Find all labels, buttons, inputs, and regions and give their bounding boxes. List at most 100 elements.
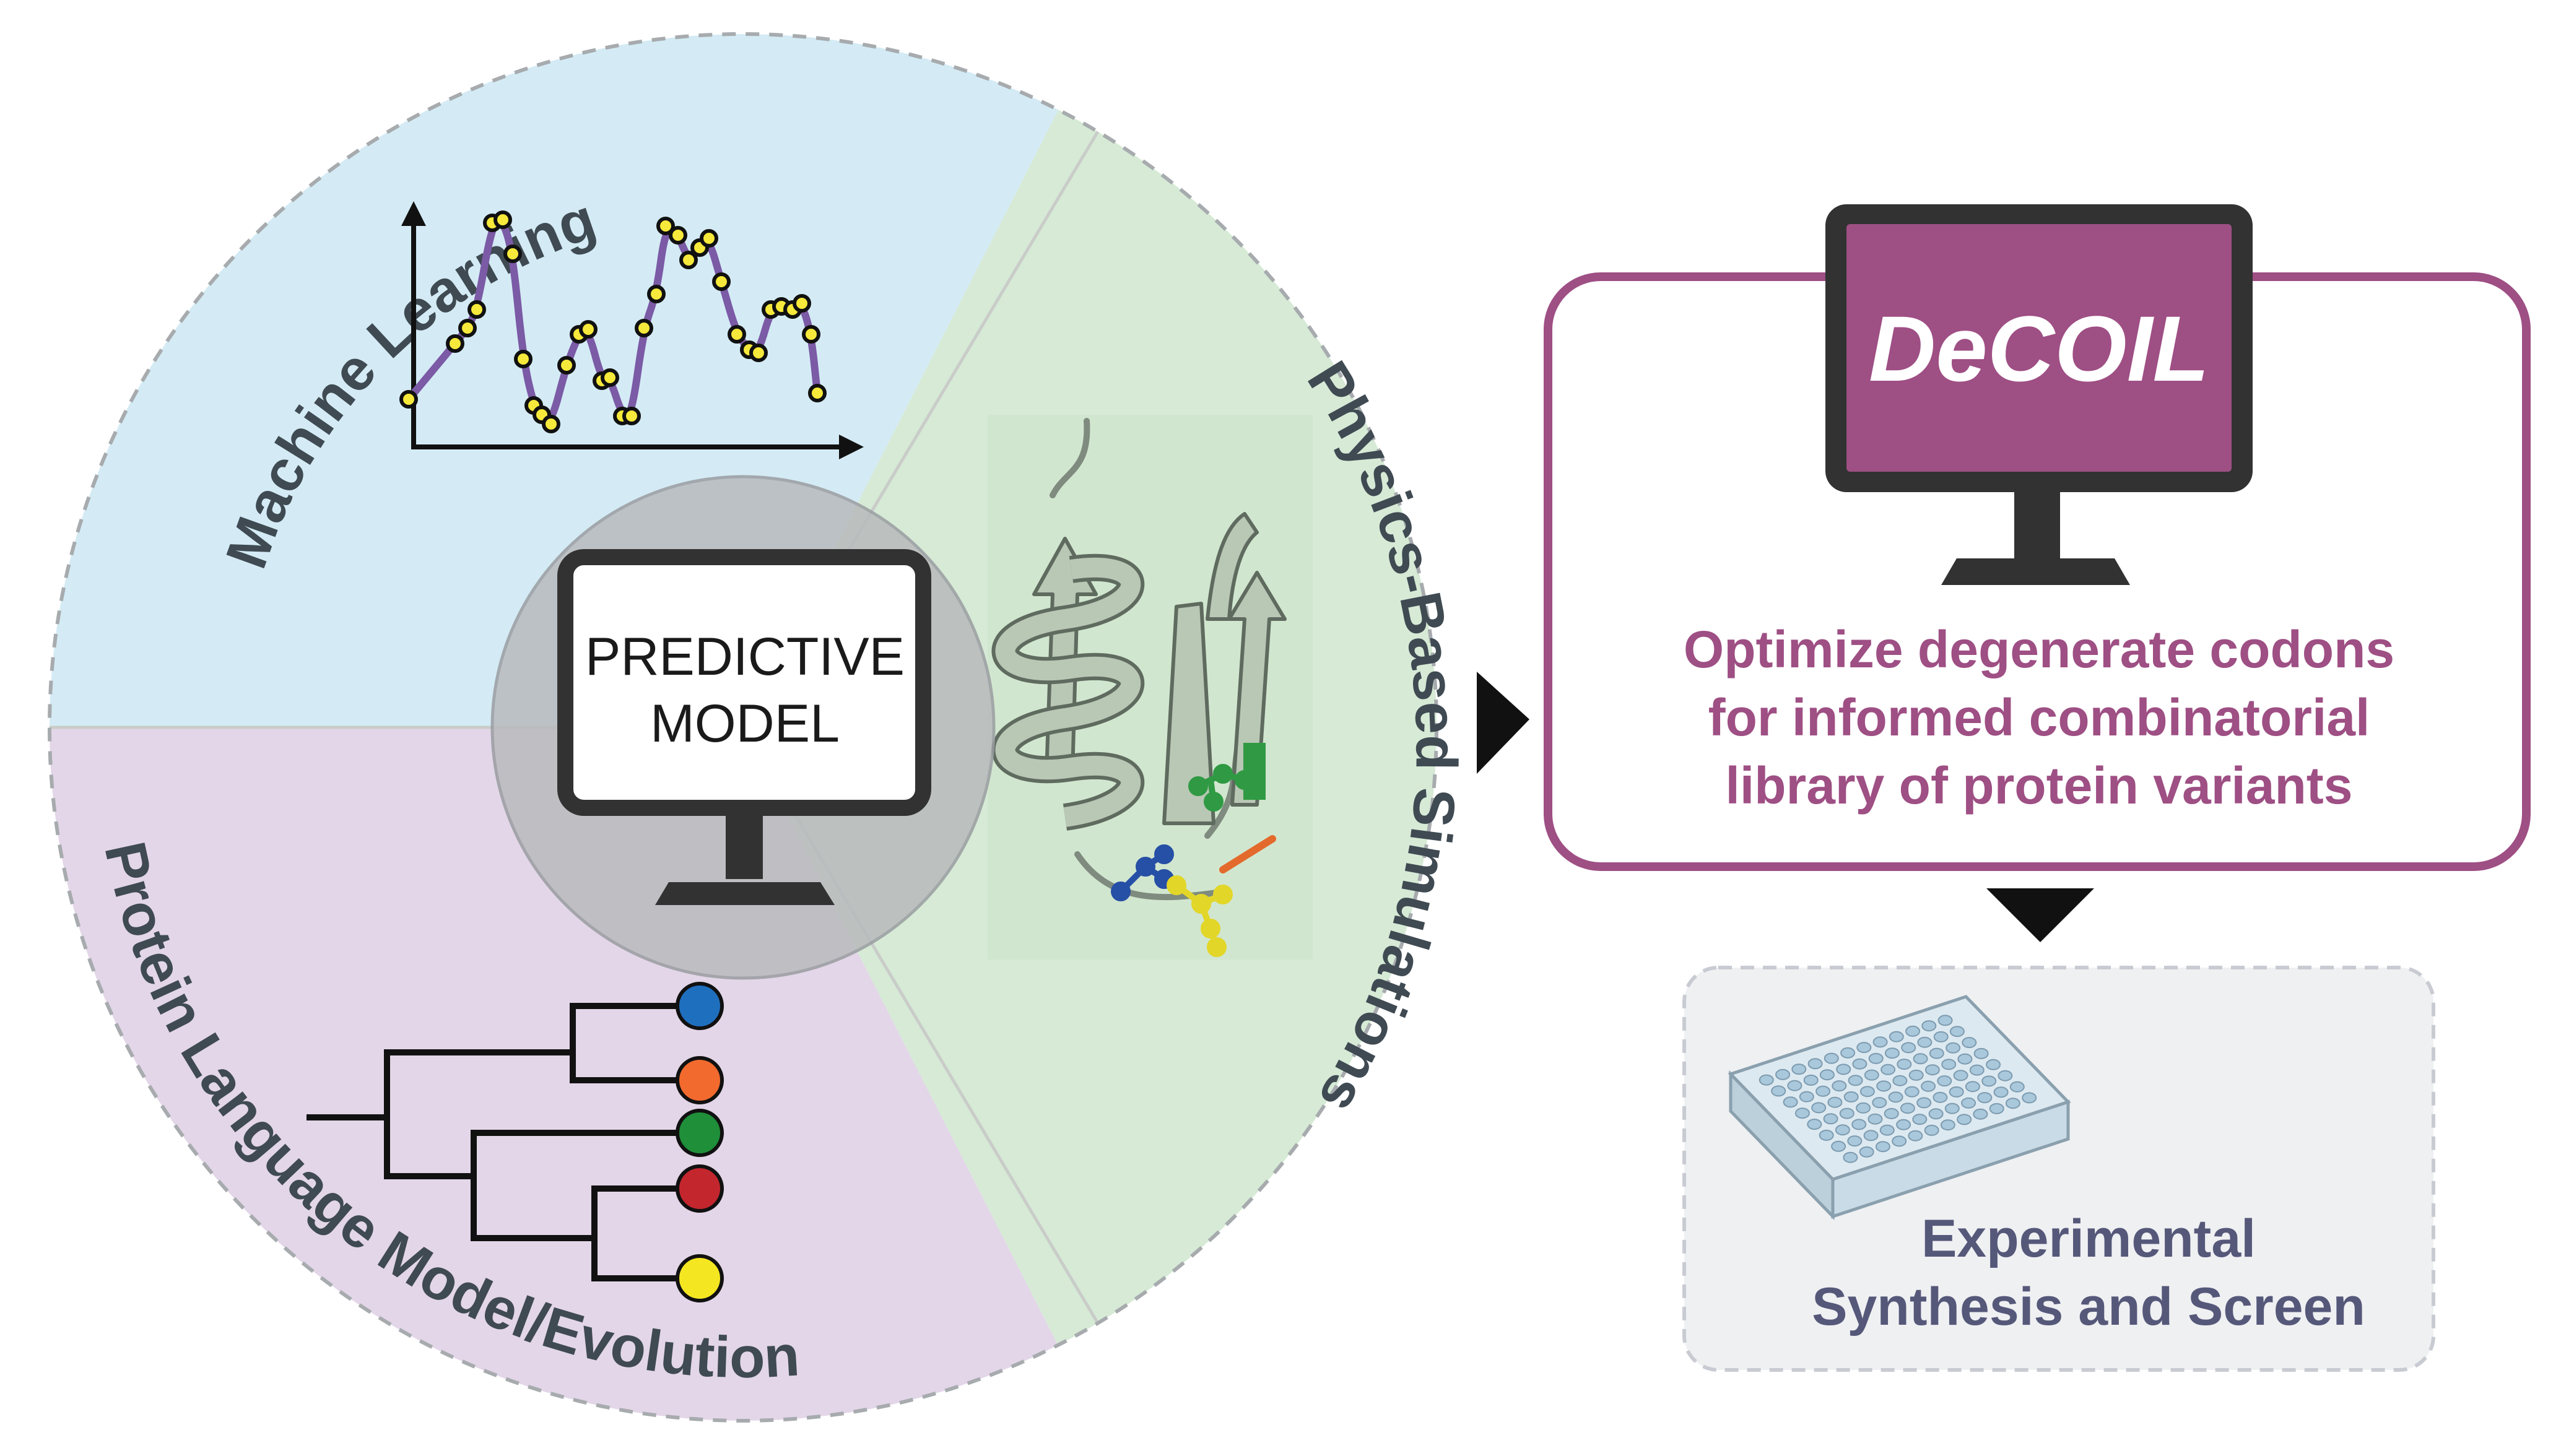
plate-well	[1901, 1042, 1916, 1054]
data-point	[808, 384, 827, 402]
data-point	[542, 415, 560, 433]
plate-well	[1962, 1037, 1977, 1049]
plate-well	[1856, 1102, 1871, 1114]
plate-well	[1908, 1130, 1923, 1142]
plate-well	[1872, 1097, 1887, 1109]
monitor-stand	[726, 806, 763, 879]
plate-well	[1759, 1074, 1774, 1086]
plate-well	[1933, 1091, 1948, 1103]
beta-strand	[1162, 602, 1215, 825]
plate-well	[1953, 1070, 1968, 1081]
plate-well	[1803, 1074, 1819, 1086]
plate-well	[1973, 1047, 1989, 1059]
data-point	[679, 251, 698, 269]
protein-loop	[1050, 418, 1090, 498]
plate-well	[1819, 1069, 1835, 1081]
plate-well	[1815, 1085, 1831, 1097]
plate-well	[1840, 1047, 1856, 1059]
plate-well	[1944, 1103, 1960, 1114]
protein-ribbon-icon	[988, 415, 1313, 960]
plate-well	[1908, 1069, 1924, 1081]
experimental-panel: Experimental Synthesis and Screen	[1682, 966, 2435, 1372]
data-point	[728, 325, 746, 344]
model-label: MODEL	[650, 694, 840, 753]
plate-well	[1823, 1113, 1838, 1125]
plate-well	[1856, 1042, 1872, 1054]
plate-well	[1843, 1091, 1859, 1103]
plate-well	[1941, 1059, 1957, 1070]
plot-x-arrowhead	[839, 435, 864, 459]
plate-well	[1851, 1119, 1867, 1130]
plate-well	[1839, 1107, 1854, 1119]
plate-well	[1949, 1086, 1964, 1098]
experimental-line: Experimental	[1921, 1209, 2256, 1268]
plate-well	[1921, 1080, 1936, 1092]
plate-well	[2009, 1081, 2025, 1093]
data-point	[601, 368, 619, 387]
plate-well	[1957, 1114, 1972, 1125]
plate-well	[1904, 1086, 1920, 1098]
decoil-description-line: library of protein variants	[1726, 756, 2353, 815]
data-point	[647, 285, 666, 303]
plate-well	[1973, 1108, 1988, 1120]
plate-well	[1848, 1075, 1863, 1086]
plate-well	[1872, 1036, 1888, 1048]
plate-well	[1892, 1135, 1907, 1147]
experimental-line: Synthesis and Screen	[1812, 1277, 2365, 1337]
plate-well	[1905, 1025, 1921, 1037]
plate-well	[1832, 1080, 1847, 1092]
phylogenetic-tree-icon	[307, 1003, 678, 1281]
tree-leaf	[676, 1056, 724, 1104]
decoil-title: DeCOIL	[1869, 297, 2209, 401]
triangle-arrow-icon	[1477, 672, 1529, 774]
tree-leaf	[676, 1109, 724, 1157]
data-point	[802, 325, 820, 344]
plate-well	[1993, 1086, 2009, 1098]
decoil-monitor-base	[1941, 558, 2130, 585]
monitor-base	[655, 882, 835, 905]
decoil-panel: DeCOIL Optimize degenerate codons for in…	[1544, 204, 2531, 871]
plate-well	[1965, 1081, 1980, 1093]
plate-well	[1880, 1064, 1896, 1075]
residue-sticks	[1111, 764, 1254, 957]
data-point	[493, 210, 512, 229]
plate-well	[1835, 1124, 1850, 1136]
plate-well	[1916, 1097, 1932, 1109]
plate-well	[1864, 1069, 1879, 1081]
plate-well	[1989, 1103, 2004, 1114]
plate-well	[1775, 1068, 1791, 1080]
plate-well	[1889, 1031, 1904, 1042]
plate-well	[1913, 1053, 1928, 1065]
data-point	[557, 356, 576, 375]
data-point	[700, 229, 718, 248]
plate-well	[1957, 1053, 1973, 1065]
decoil-monitor-screen	[1846, 224, 2232, 472]
data-point	[712, 272, 731, 291]
triangle-arrow-icon	[1986, 888, 2094, 942]
plate-well	[1933, 1031, 1949, 1042]
tree-leaf	[676, 1254, 724, 1302]
plate-well	[1961, 1097, 1976, 1109]
beta-strand	[1206, 512, 1259, 621]
plate-well	[1875, 1141, 1890, 1153]
plate-well	[1771, 1085, 1786, 1097]
data-point	[749, 344, 768, 362]
plate-well	[1900, 1103, 1915, 1114]
plate-well	[1794, 1107, 1810, 1119]
plate-well	[1897, 1059, 1912, 1070]
plate-well	[1884, 1107, 1899, 1119]
alpha-helix	[995, 557, 1141, 827]
plate-well	[1783, 1096, 1798, 1108]
plate-well	[1929, 1047, 1944, 1059]
plate-top	[1728, 995, 2071, 1181]
plate-well	[1868, 1052, 1884, 1064]
data-point	[635, 319, 653, 337]
plate-well	[2005, 1098, 2020, 1109]
tree-leaf	[676, 1164, 724, 1213]
scatter-curve-icon	[399, 201, 864, 459]
plate-well	[2022, 1092, 2037, 1104]
plate-well	[1787, 1080, 1802, 1091]
data-points	[399, 210, 827, 433]
plate-well	[1799, 1091, 1814, 1103]
plate-well	[1843, 1151, 1858, 1163]
